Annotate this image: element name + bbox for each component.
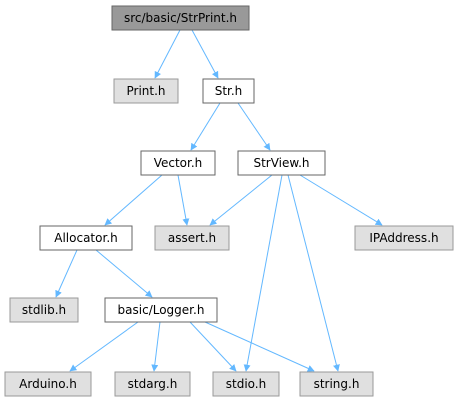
edge-vector-to-assert bbox=[177, 174, 190, 226]
node-string: string.h bbox=[299, 371, 374, 397]
node-label: StrView.h bbox=[253, 156, 309, 170]
node-label: stdlib.h bbox=[22, 303, 66, 317]
node-ipaddress: IPAddress.h bbox=[354, 225, 454, 251]
node-box bbox=[111, 5, 250, 31]
node-box bbox=[237, 150, 326, 176]
node-label: Str.h bbox=[215, 84, 243, 98]
node-box bbox=[154, 225, 230, 251]
node-label: Print.h bbox=[126, 84, 165, 98]
edge-str-to-strview bbox=[237, 102, 271, 151]
node-label: Vector.h bbox=[154, 156, 203, 170]
edge-strview-to-ipaddress bbox=[299, 174, 383, 226]
node-logger[interactable]: basic/Logger.h bbox=[104, 297, 218, 323]
node-label: stdarg.h bbox=[128, 377, 178, 391]
node-label: src/basic/StrPrint.h bbox=[124, 11, 237, 25]
node-label: string.h bbox=[314, 377, 360, 391]
node-allocator[interactable]: Allocator.h bbox=[39, 225, 133, 251]
node-box bbox=[39, 225, 133, 251]
edge-allocator-to-stdlib bbox=[55, 249, 78, 298]
edge-vector-to-allocator bbox=[104, 174, 163, 226]
node-label: stdio.h bbox=[226, 377, 266, 391]
edge-strprint-to-str bbox=[191, 29, 219, 79]
edge-logger-to-arduino bbox=[69, 321, 139, 372]
node-stdio: stdio.h bbox=[212, 371, 280, 397]
edge-str-to-vector bbox=[190, 102, 221, 151]
node-box bbox=[114, 371, 191, 397]
edge-strview-to-assert bbox=[209, 174, 273, 226]
node-box bbox=[104, 297, 218, 323]
node-strprint[interactable]: src/basic/StrPrint.h bbox=[111, 5, 250, 31]
edge-strview-to-stdio bbox=[243, 174, 283, 372]
node-box bbox=[9, 297, 79, 323]
node-vector[interactable]: Vector.h bbox=[140, 150, 216, 176]
node-label: assert.h bbox=[168, 231, 216, 245]
node-strview[interactable]: StrView.h bbox=[237, 150, 326, 176]
node-str[interactable]: Str.h bbox=[202, 78, 255, 104]
node-box bbox=[354, 225, 454, 251]
node-label: IPAddress.h bbox=[369, 231, 438, 245]
node-print: Print.h bbox=[113, 78, 179, 104]
node-arduino: Arduino.h bbox=[4, 371, 92, 397]
node-assert: assert.h bbox=[154, 225, 230, 251]
node-box bbox=[212, 371, 280, 397]
node-label: Arduino.h bbox=[19, 377, 77, 391]
edge-allocator-to-logger bbox=[95, 249, 153, 298]
node-label: basic/Logger.h bbox=[118, 303, 205, 317]
edge-strview-to-string bbox=[287, 174, 340, 372]
edge-logger-to-stdarg bbox=[151, 321, 161, 372]
node-box bbox=[202, 78, 255, 104]
node-stdlib: stdlib.h bbox=[9, 297, 79, 323]
node-box bbox=[299, 371, 374, 397]
node-box bbox=[4, 371, 92, 397]
edge-logger-to-stdio bbox=[189, 321, 237, 372]
edge-logger-to-string bbox=[204, 321, 315, 372]
node-box bbox=[140, 150, 216, 176]
node-stdarg: stdarg.h bbox=[114, 371, 191, 397]
edge-strprint-to-print bbox=[154, 29, 181, 79]
node-label: Allocator.h bbox=[54, 231, 117, 245]
node-box bbox=[113, 78, 179, 104]
